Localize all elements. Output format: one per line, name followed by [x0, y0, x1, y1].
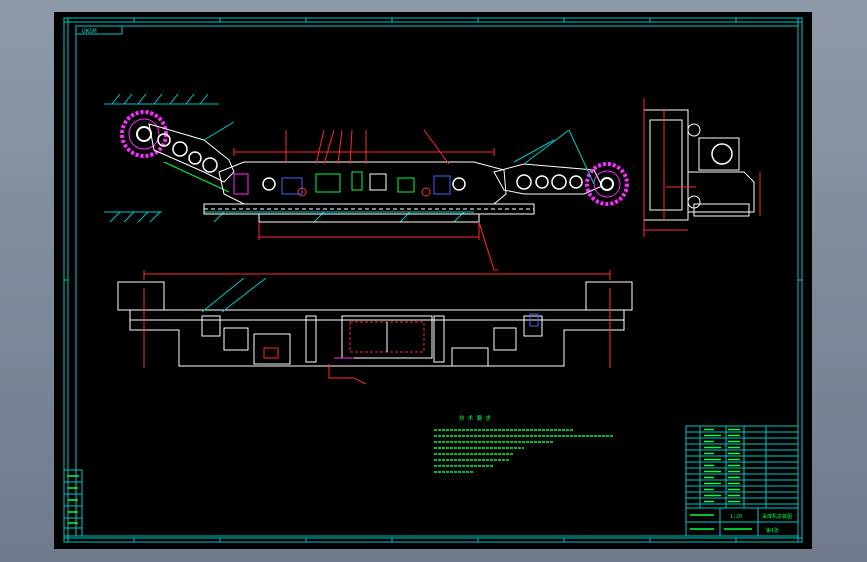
cad-viewport[interactable]: OKGM	[54, 12, 812, 549]
leader-left-arm	[203, 121, 235, 141]
left-drum	[120, 110, 168, 158]
leader-right-arm	[513, 129, 570, 165]
ground-hatch	[104, 93, 474, 223]
drawing-scale: 1:20	[730, 514, 742, 520]
left-ranging-arm	[148, 123, 235, 183]
sheet-number: 第1张	[766, 527, 779, 534]
revision-text	[67, 475, 79, 524]
support-line	[163, 161, 230, 193]
parts-list	[685, 425, 799, 509]
drawing-frame	[63, 17, 803, 543]
tech-requirements-title: 技 术 要 求	[459, 414, 491, 422]
title-block-text	[690, 514, 752, 530]
plan-view	[117, 270, 633, 385]
left-arm-gears	[157, 133, 218, 173]
frame-ticks	[133, 18, 737, 542]
conveyor-track	[203, 203, 535, 223]
corner-tag-box	[75, 25, 123, 35]
revision-block	[63, 469, 83, 537]
leader-right-drum	[568, 129, 595, 185]
drawing-name: 采煤机总装图	[762, 513, 792, 520]
title-block	[685, 507, 799, 537]
parts-list-rows	[686, 428, 798, 505]
right-ranging-arm	[493, 163, 603, 195]
end-view	[643, 98, 761, 237]
machine-body	[218, 161, 507, 205]
right-arm-gears	[516, 174, 583, 190]
tech-notes	[434, 429, 614, 473]
side-view-dimensions	[233, 129, 498, 271]
corner-tag: OKGM	[82, 28, 97, 35]
side-view-shearer	[120, 110, 629, 271]
cad-drawing: OKGM	[63, 17, 803, 543]
